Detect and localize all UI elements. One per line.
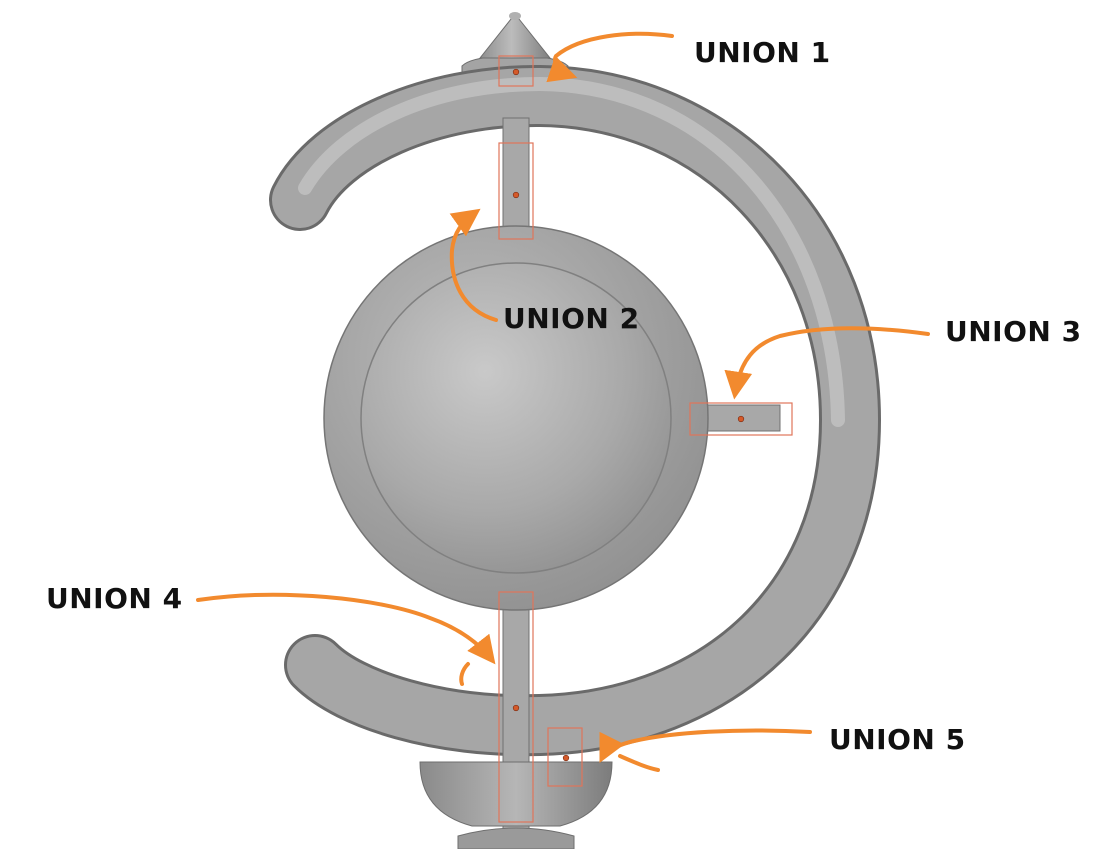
label-union-3: UNION 3 [945,315,1082,348]
pivot-dots [512,68,745,762]
selection-box-1 [498,55,534,87]
annotation-arrows [196,31,930,772]
selection-boxes [498,55,793,823]
bottom-bowl [419,761,613,850]
selection-box-4 [498,591,534,823]
upper-rod [502,117,530,237]
label-union-4: UNION 4 [46,582,183,615]
arrow-union-4-tail [459,662,470,686]
arrow-union-1 [546,31,674,83]
pivot-dot-4 [512,704,520,712]
label-union-5: UNION 5 [829,723,966,756]
selection-box-2 [498,142,534,240]
c-tube [269,64,882,757]
pivot-dot-5 [562,754,570,762]
selection-box-5 [547,727,583,787]
pivot-dot-3 [737,415,745,423]
pivot-dot-1 [512,68,520,76]
sphere-assembly [323,225,709,611]
arrow-union-4 [196,592,496,665]
arrow-union-2 [449,208,498,322]
arrow-union-3 [724,326,930,400]
arrow-union-5-tail [618,754,660,772]
arrow-union-5 [599,728,812,764]
label-union-2: UNION 2 [503,302,640,335]
pivot-dot-2 [512,191,520,199]
label-union-1: UNION 1 [694,36,831,69]
selection-box-3 [689,402,793,436]
